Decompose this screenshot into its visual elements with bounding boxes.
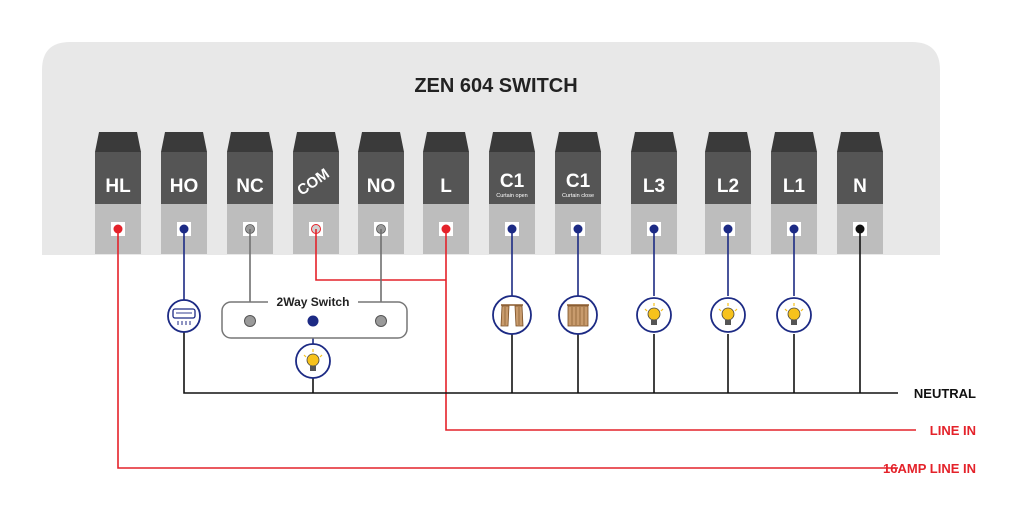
terminal-ho: HO [161, 132, 207, 254]
terminal-hl-label: HL [105, 176, 131, 197]
terminal-ho-label: HO [170, 176, 199, 197]
terminal-l2-label: L2 [717, 176, 739, 197]
16amp-line-in-label: 16AMP LINE IN [883, 461, 976, 476]
curtain-open-icon [492, 295, 532, 335]
terminal-no: NO [358, 132, 404, 254]
terminal-c1-close: C1 Curtain close [555, 132, 601, 254]
terminal-n-label: N [853, 176, 867, 197]
terminal-c1-open-sublabel: Curtain open [496, 193, 528, 199]
wire-neutral-bus [183, 331, 898, 394]
bulb-icon-l1 [776, 297, 812, 333]
terminal-nc-label: NC [236, 176, 264, 197]
two-way-switch-left-terminal [244, 315, 256, 327]
terminal-l3-label: L3 [643, 176, 665, 197]
bulb-icon-l2 [710, 297, 746, 333]
terminal-no-label: NO [367, 176, 396, 197]
terminal-l1-label: L1 [783, 176, 806, 197]
two-way-switch: 2Way Switch [221, 295, 408, 339]
two-way-switch-label: 2Way Switch [277, 295, 350, 309]
air-conditioner-icon [167, 299, 201, 333]
wire-l-line-in [445, 229, 916, 431]
bulb-icon-l3 [636, 297, 672, 333]
line-in-label: LINE IN [930, 423, 976, 438]
terminal-c1-close-sublabel: Curtain close [562, 193, 594, 199]
terminal-l2: L2 [705, 132, 751, 254]
terminal-l-label: L [440, 176, 452, 197]
wire-hl-16amp [117, 229, 898, 469]
terminal-c1-close-label: C1 [566, 171, 591, 192]
neutral-label: NEUTRAL [914, 386, 976, 401]
two-way-switch-common-terminal [307, 315, 319, 327]
curtain-close-icon [558, 295, 598, 335]
two-way-switch-right-terminal [375, 315, 387, 327]
bulb-icon-2way [295, 343, 331, 379]
terminal-c1-open-label: C1 [500, 171, 525, 192]
panel-title: ZEN 604 SWITCH [414, 75, 577, 97]
terminal-c1-open: C1 Curtain open [489, 132, 535, 254]
wire-com-to-l [315, 229, 446, 281]
